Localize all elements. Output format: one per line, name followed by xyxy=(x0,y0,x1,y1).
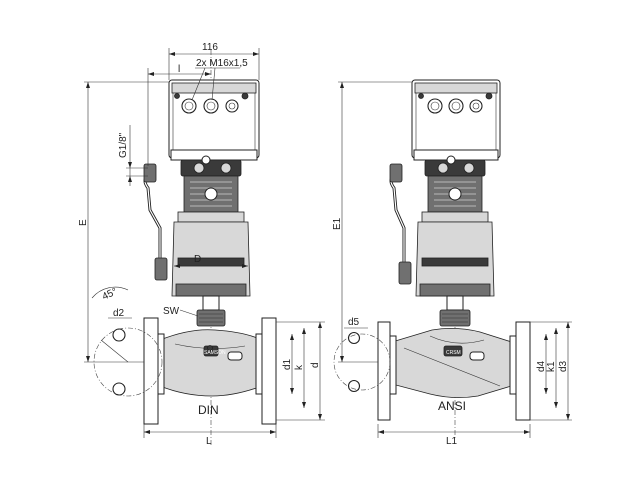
din-bolt-circle xyxy=(91,286,163,397)
dim-l-label: l xyxy=(178,64,180,75)
k1-label: k1 xyxy=(546,361,557,372)
ansi-left-flange xyxy=(377,321,391,421)
din-brand-badge: SAMSON xyxy=(204,350,226,356)
ansi-cable-gland-icons xyxy=(418,92,493,114)
din-left-flange xyxy=(143,317,159,425)
ansi-right-flange xyxy=(515,321,531,421)
d3-label: d3 xyxy=(558,360,569,372)
din-spring-icon xyxy=(183,175,239,213)
din-valve-body xyxy=(159,329,263,397)
ansi-brand-badge: CRSM xyxy=(446,350,461,356)
d2-label: d2 xyxy=(113,308,125,319)
dim-e1-label: E1 xyxy=(332,217,343,230)
din-valve-view: 116 2x M16x1,5 l G1/8" E D 45° d2 SW d1 … xyxy=(78,42,325,447)
d1-label: d1 xyxy=(282,358,293,370)
dim-d-cap-label: D xyxy=(194,254,201,265)
d4-label: d4 xyxy=(536,360,547,372)
ansi-valve-body xyxy=(391,328,519,398)
dim-116-label: 116 xyxy=(202,42,218,53)
conduit-thread-label: 2x M16x1,5 xyxy=(196,58,248,69)
g18-label: G1/8" xyxy=(118,132,129,158)
len-l-label: L xyxy=(206,436,212,447)
len-l1-label: L1 xyxy=(446,436,458,447)
din-cable-gland-icons xyxy=(174,92,249,114)
ansi-bolt-circle xyxy=(333,331,391,393)
sw-label: SW xyxy=(163,306,180,317)
angle-45-label: 45° xyxy=(101,286,119,302)
ansi-spring-icon xyxy=(427,175,483,213)
dim-e-label: E xyxy=(78,219,89,226)
k-label: k xyxy=(294,364,305,370)
din-right-flange xyxy=(261,317,277,425)
d-label: d xyxy=(310,362,321,368)
ansi-valve-view: E1 d5 d4 k1 d3 ANSI L1 CRSM xyxy=(332,79,572,447)
d5-label: d5 xyxy=(348,317,360,328)
ansi-label: ANSI xyxy=(438,399,466,413)
din-label: DIN xyxy=(198,403,219,417)
